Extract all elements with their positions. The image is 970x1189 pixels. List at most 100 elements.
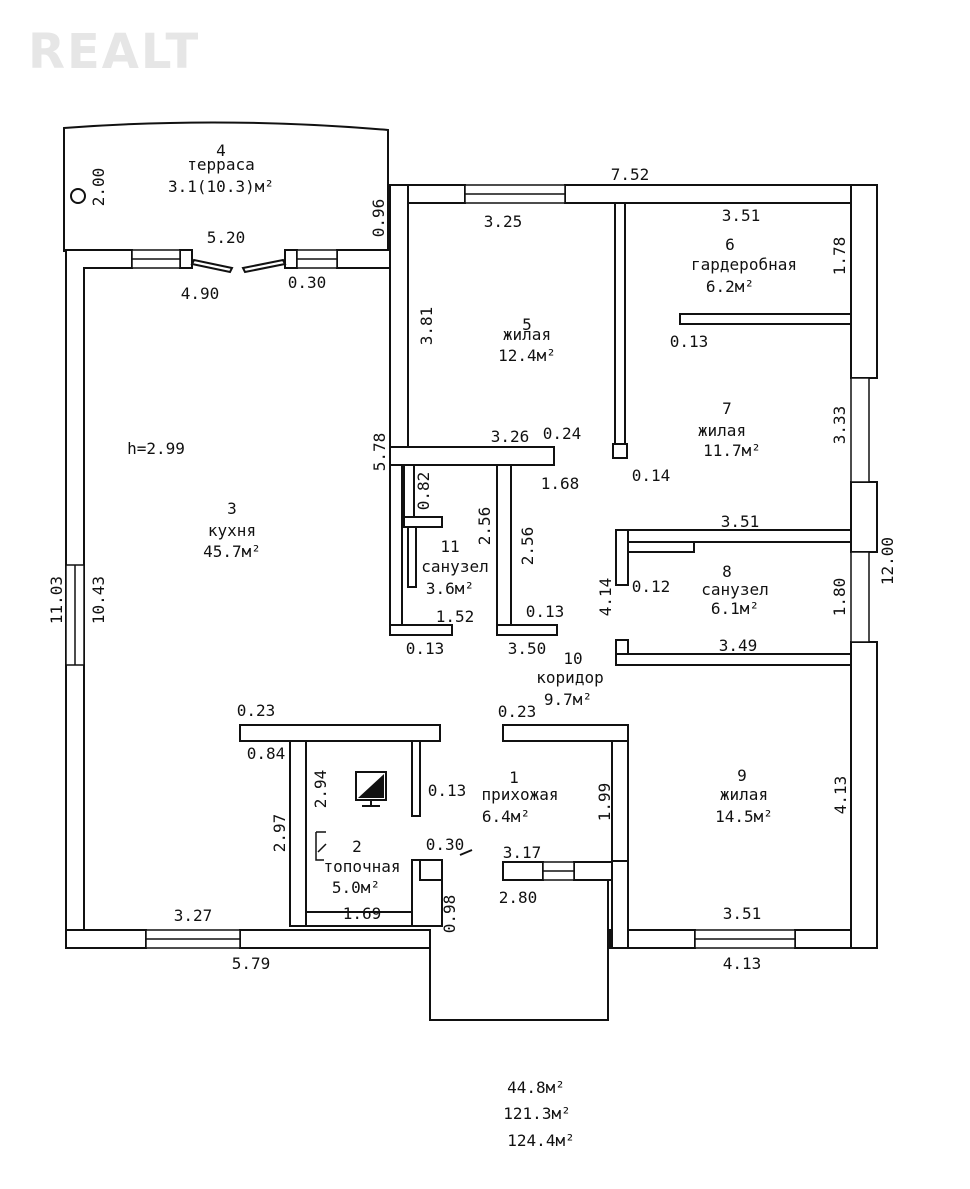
svg-text:3: 3 bbox=[227, 499, 237, 518]
svg-text:коридор: коридор bbox=[536, 668, 603, 687]
dimension: 3.81 bbox=[417, 307, 436, 346]
dimension: 0.30 bbox=[426, 835, 465, 854]
dimension: 3.51 bbox=[723, 904, 762, 923]
terrace-door bbox=[190, 258, 287, 274]
dimension: 1.68 bbox=[541, 474, 580, 493]
svg-text:терраса: терраса bbox=[187, 155, 254, 174]
dimension: 2.80 bbox=[499, 888, 538, 907]
dimension: 3.27 bbox=[174, 906, 213, 925]
svg-text:5: 5 bbox=[522, 315, 532, 334]
dimension: 1.69 bbox=[343, 904, 382, 923]
dimension: 4.90 bbox=[181, 284, 220, 303]
dimension: 0.23 bbox=[498, 702, 537, 721]
room-8-label: 8 санузел 6.1м² bbox=[701, 562, 768, 618]
windows bbox=[74, 184, 870, 949]
dimension: 0.13 bbox=[670, 332, 709, 351]
dimension: 3.25 bbox=[484, 212, 523, 231]
svg-text:11: 11 bbox=[440, 537, 459, 556]
dimension: 0.14 bbox=[632, 466, 671, 485]
svg-text:жилая: жилая bbox=[503, 325, 551, 344]
room-9-label: 9 жилая 14.5м² bbox=[715, 766, 773, 826]
dimension: 1.52 bbox=[436, 607, 475, 626]
porch-outline bbox=[429, 880, 609, 1021]
dimension: 4.13 bbox=[831, 776, 850, 815]
svg-text:6.1м²: 6.1м² bbox=[711, 599, 759, 618]
watermark-logo: REALT bbox=[28, 24, 200, 80]
svg-text:45.7м²: 45.7м² bbox=[203, 542, 261, 561]
dimension: 12.00 bbox=[878, 537, 897, 585]
svg-text:6.2м²: 6.2м² bbox=[706, 277, 754, 296]
room-1-label: 1 прихожая 6.4м² bbox=[481, 768, 558, 826]
svg-text:9.7м²: 9.7м² bbox=[544, 690, 592, 709]
dimension: 3.50 bbox=[508, 639, 547, 658]
dimension: 0.30 bbox=[288, 273, 327, 292]
dimension: 1.80 bbox=[830, 578, 849, 617]
total-area-1: 44.8м² bbox=[507, 1078, 565, 1097]
svg-text:5.0м²: 5.0м² bbox=[332, 878, 380, 897]
svg-text:2: 2 bbox=[352, 837, 362, 856]
dimension: 0.23 bbox=[237, 701, 276, 720]
dimension: 7.52 bbox=[611, 165, 650, 184]
dimension: 0.13 bbox=[526, 602, 565, 621]
dimension: 2.56 bbox=[518, 527, 537, 566]
area-totals: 44.8м² 121.3м² 124.4м² bbox=[503, 1078, 574, 1150]
room-3-label: h=2.99 3 кухня 45.7м² bbox=[127, 439, 261, 561]
svg-text:14.5м²: 14.5м² bbox=[715, 807, 773, 826]
dimension: 0.13 bbox=[428, 781, 467, 800]
dimension-labels: 7.52 2.00 0.96 5.20 3.25 3.51 1.78 4.90 … bbox=[47, 165, 897, 973]
svg-text:h=2.99: h=2.99 bbox=[127, 439, 185, 458]
svg-text:8: 8 bbox=[722, 562, 732, 581]
dimension: 5.78 bbox=[370, 433, 389, 472]
svg-text:6: 6 bbox=[725, 235, 735, 254]
boiler-icon bbox=[355, 771, 387, 807]
svg-text:кухня: кухня bbox=[208, 521, 256, 540]
dimension: 0.96 bbox=[369, 199, 388, 238]
room-10-label: 10 коридор 9.7м² bbox=[536, 649, 603, 709]
dimension: 3.26 bbox=[491, 427, 530, 446]
terrace-outline bbox=[63, 121, 389, 252]
window bbox=[850, 377, 870, 483]
svg-text:санузел: санузел bbox=[701, 580, 768, 599]
dimension: 3.17 bbox=[503, 843, 542, 862]
svg-text:гардеробная: гардеробная bbox=[691, 255, 797, 274]
svg-text:12.4м²: 12.4м² bbox=[498, 346, 556, 365]
svg-text:3.1(10.3)м²: 3.1(10.3)м² bbox=[168, 177, 274, 196]
dimension: 0.12 bbox=[632, 577, 671, 596]
dimension: 1.99 bbox=[595, 783, 614, 822]
dimension: 4.13 bbox=[723, 954, 762, 973]
entrance-window bbox=[542, 861, 575, 881]
dimension: 2.56 bbox=[475, 507, 494, 546]
svg-text:7: 7 bbox=[722, 399, 732, 418]
dimension: 0.84 bbox=[247, 744, 286, 763]
column-icon bbox=[70, 188, 86, 204]
svg-text:10: 10 bbox=[563, 649, 582, 668]
dimension: 5.79 bbox=[232, 954, 271, 973]
interior-walls bbox=[239, 202, 852, 949]
svg-text:жилая: жилая bbox=[720, 785, 768, 804]
svg-text:1: 1 bbox=[509, 768, 519, 787]
total-area-2: 121.3м² bbox=[503, 1104, 570, 1123]
room-4-label: 4 терраса 3.1(10.3)м² bbox=[168, 141, 274, 196]
svg-text:3.6м²: 3.6м² bbox=[426, 579, 474, 598]
total-area-3: 124.4м² bbox=[507, 1131, 574, 1150]
svg-text:9: 9 bbox=[737, 766, 747, 785]
svg-text:жилая: жилая bbox=[698, 421, 746, 440]
dimension: 0.24 bbox=[543, 424, 582, 443]
room-7-label: 7 жилая 11.7м² bbox=[698, 399, 761, 460]
svg-text:санузел: санузел bbox=[421, 557, 488, 576]
dimension: 1.78 bbox=[830, 237, 849, 276]
svg-text:прихожая: прихожая bbox=[481, 785, 558, 804]
dimension: 4.14 bbox=[596, 578, 615, 617]
exterior-walls bbox=[65, 184, 878, 949]
room-2-label: 2 топочная 5.0м² bbox=[323, 837, 400, 897]
room-5-label: 5 жилая 12.4м² bbox=[498, 315, 556, 365]
svg-text:11.7м²: 11.7м² bbox=[703, 441, 761, 460]
svg-text:6.4м²: 6.4м² bbox=[482, 807, 530, 826]
svg-text:4: 4 bbox=[216, 141, 226, 160]
window bbox=[850, 551, 870, 643]
dimension: 2.97 bbox=[270, 814, 289, 853]
room-6-label: 6 гардеробная 6.2м² bbox=[691, 235, 797, 296]
dimension: 3.51 bbox=[721, 512, 760, 531]
dimension: 10.43 bbox=[89, 576, 108, 624]
